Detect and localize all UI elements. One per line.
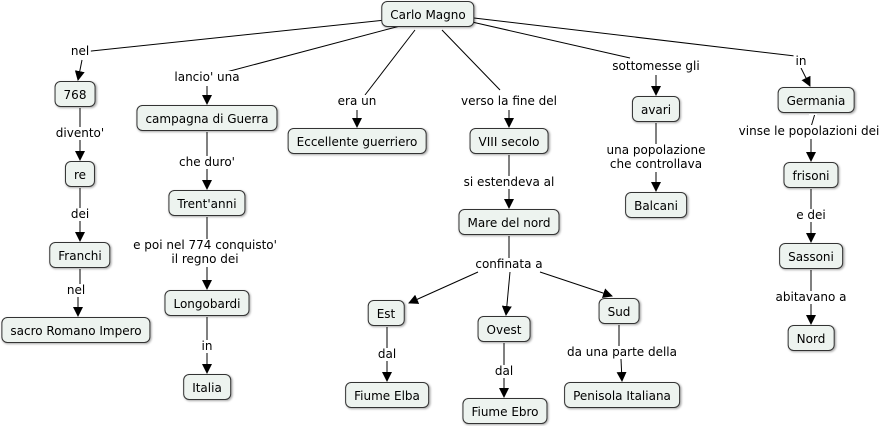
link-label-che-duro: che duro' (177, 155, 237, 169)
node-franchi[interactable]: Franchi (49, 242, 111, 268)
link-label-e-poi-nel-774: e poi nel 774 conquisto' (131, 238, 279, 252)
node-trentanni[interactable]: Trent'anni (168, 190, 246, 216)
connector-line (471, 21, 631, 59)
connector-line (364, 29, 416, 96)
link-label-e-dei: e dei (794, 208, 828, 222)
connector-arrow (74, 59, 85, 81)
connector-arrow (800, 67, 811, 87)
connector-arrow (616, 358, 627, 382)
node-germania[interactable]: Germania (777, 87, 855, 113)
connector-line (214, 25, 401, 76)
node-mare-del-nord[interactable]: Mare del nord (458, 209, 560, 235)
connector-arrow (539, 271, 613, 298)
node-avari[interactable]: avari (631, 96, 681, 122)
link-label-si-estendeva-al: si estendeva al (461, 175, 557, 189)
link-label-dei: dei (68, 207, 92, 221)
connector-arrow (408, 271, 479, 304)
node-est[interactable]: Est (367, 300, 405, 326)
link-label-dal: dal (492, 364, 516, 378)
link-label-lancio-una: lancio' una (172, 70, 242, 84)
link-label-confinata-a: confinata a (473, 257, 545, 271)
connector-arrow (501, 271, 512, 316)
node-penisola-italiana[interactable]: Penisola Italiana (564, 382, 680, 408)
link-label-abitavano-a: abitavano a (773, 290, 849, 304)
link-label-divento: divento' (53, 126, 107, 140)
node-sud[interactable]: Sud (598, 298, 640, 324)
node-768[interactable]: 768 (54, 81, 96, 107)
connector-line (441, 29, 501, 91)
node-eccellente-guerriero[interactable]: Eccellente guerriero (287, 128, 427, 154)
link-label-in: in (199, 339, 215, 353)
link-label-una-popolazione: una popolazione (604, 143, 708, 157)
link-label-nel: nel (64, 283, 88, 297)
link-label-slash: / (808, 113, 818, 127)
node-re[interactable]: re (64, 161, 96, 187)
connector-line (81, 19, 386, 53)
node-sassoni[interactable]: Sassoni (779, 243, 843, 269)
link-label-nel: nel (68, 44, 92, 58)
link-label-dal: dal (375, 347, 399, 361)
node-nord[interactable]: Nord (787, 325, 835, 351)
link-label-da-una-parte-della: da una parte della (565, 345, 679, 359)
node-campagna-di-guerra[interactable]: campagna di Guerra (136, 105, 278, 131)
link-label-il-regno-dei: il regno dei (169, 252, 241, 266)
node-longobardi[interactable]: Longobardi (164, 290, 250, 316)
connector-line (473, 17, 796, 57)
node-viii-secolo[interactable]: VIII secolo (469, 128, 549, 154)
node-sacro-romano-impero[interactable]: sacro Romano Impero (1, 317, 151, 343)
node-carlo-magno[interactable]: Carlo Magno (381, 1, 475, 27)
link-label-verso-la-fine-del: verso la fine del (458, 94, 560, 108)
link-label-sottomesse-gli: sottomesse gli (610, 59, 702, 73)
node-fiume-elba[interactable]: Fiume Elba (345, 382, 429, 408)
link-label-in: in (793, 54, 809, 68)
node-frisoni[interactable]: frisoni (783, 162, 839, 188)
link-label-era-un: era un (335, 94, 379, 108)
node-ovest[interactable]: Ovest (477, 316, 531, 342)
link-label-vinse-le-popolazioni-dei: vinse le popolazioni dei (736, 124, 882, 138)
node-italia[interactable]: Italia (183, 374, 231, 400)
link-label-che-controllava: che controllava (607, 157, 705, 171)
node-fiume-ebro[interactable]: Fiume Ebro (462, 398, 548, 424)
node-balcani[interactable]: Balcani (625, 192, 687, 218)
